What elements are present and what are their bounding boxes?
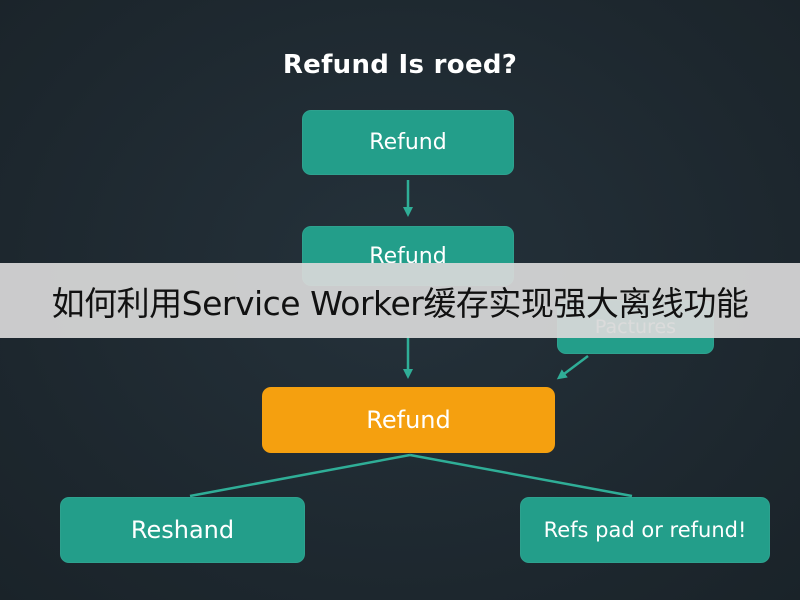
node-refund-center: Refund (262, 387, 555, 453)
diagram-title: Refund Is roed? (282, 50, 518, 80)
caption-banner-text: 如何利用Service Worker缓存实现强大离线功能 (51, 283, 749, 323)
node-refund-top: Refund (302, 110, 514, 175)
caption-banner: 如何利用Service Worker缓存实现强大离线功能 (0, 263, 800, 338)
line-center-to-right (409, 453, 633, 498)
node-reshand: Reshand (60, 497, 305, 563)
arrow-side-to-center (556, 355, 589, 380)
node-refs-pad-or-refund: Refs pad or refund! (520, 497, 770, 563)
line-center-to-left (189, 453, 411, 498)
